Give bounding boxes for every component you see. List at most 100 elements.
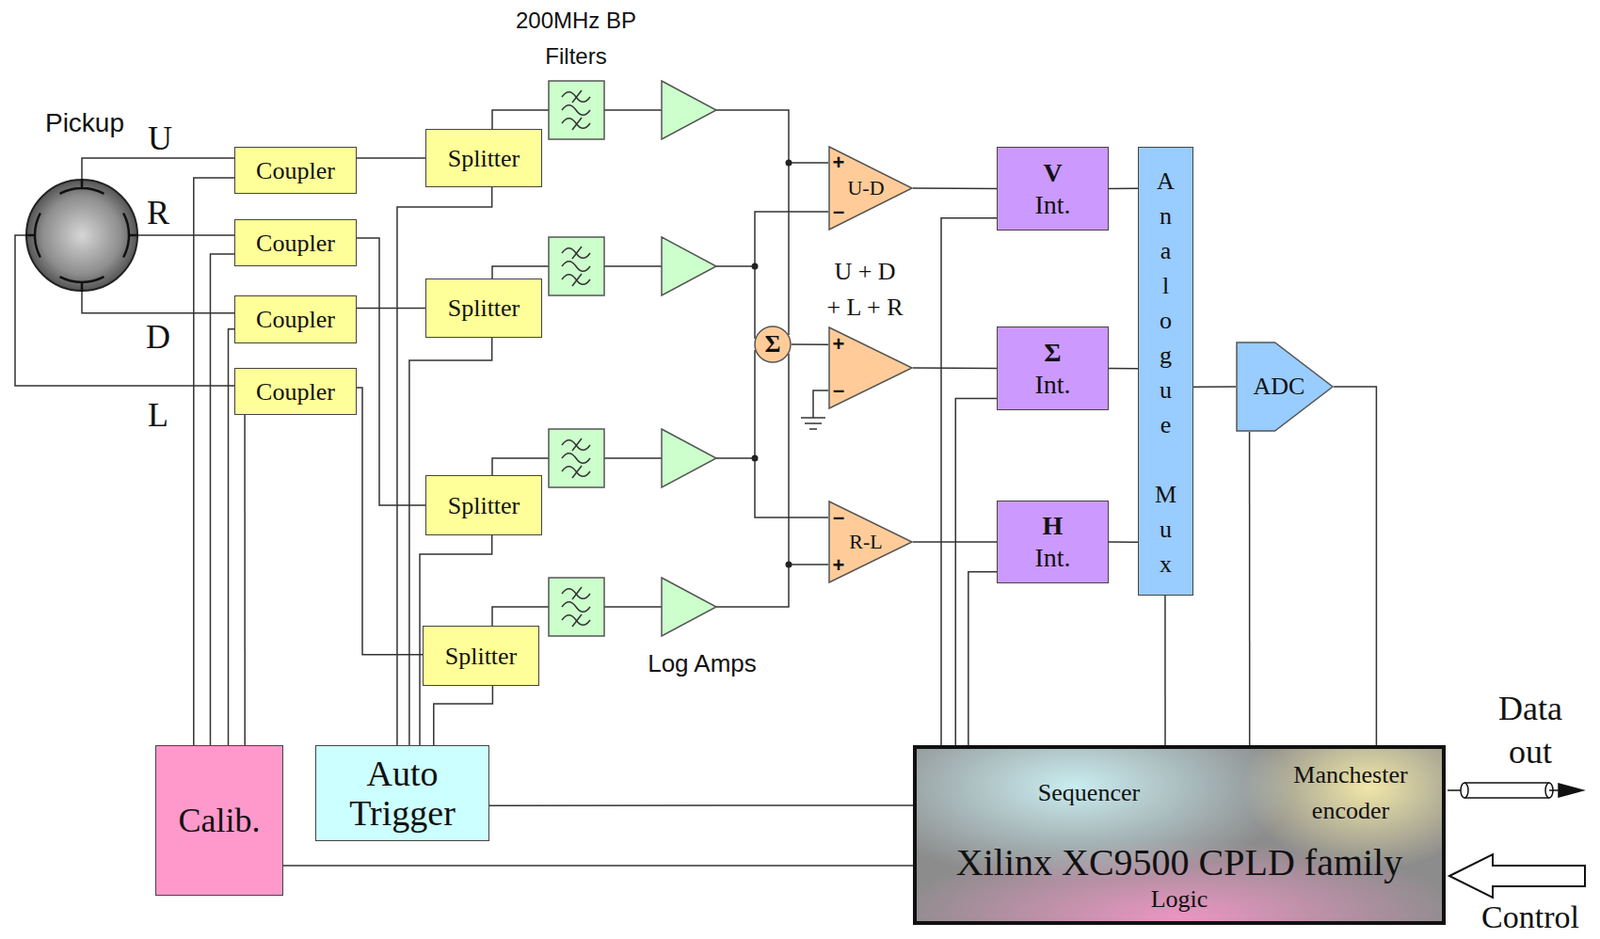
adc-shape	[1236, 342, 1333, 432]
splitter-box: Splitter	[422, 625, 540, 687]
node-text: Analogue Mux	[1138, 163, 1193, 582]
node-text: –	[832, 505, 845, 529]
letter: e	[1138, 407, 1193, 443]
label-text: R	[139, 195, 177, 230]
label-text: D	[139, 320, 177, 354]
analogue-mux: Analogue Mux	[1137, 146, 1194, 596]
amp-triangle	[829, 146, 912, 230]
label-text: U	[141, 121, 179, 156]
signal-wire	[193, 177, 235, 746]
signal-wire	[1164, 595, 1167, 746]
letter: A	[1138, 163, 1193, 199]
signal-wire	[81, 158, 235, 179]
adc: ADC	[1235, 341, 1334, 432]
log-amp	[661, 577, 717, 637]
splitter-box: Splitter	[425, 278, 543, 338]
auto-trigger-box: Auto Trigger	[315, 745, 490, 842]
node-text: Xilinx XC9500 CPLD family	[956, 841, 1403, 885]
node-text: V	[1042, 157, 1062, 190]
signal-wire	[1108, 368, 1138, 370]
electrode	[123, 213, 139, 258]
splitter-box: Splitter	[425, 128, 543, 188]
coupler-box: Coupler	[234, 368, 357, 416]
static-wires	[492, 110, 829, 626]
electrode	[60, 178, 105, 194]
signal-wire	[356, 307, 426, 310]
signal-wire	[283, 864, 913, 867]
amp-triangle	[829, 501, 912, 583]
encoder-region: Manchester encoder	[1259, 754, 1442, 832]
signal-wire	[941, 218, 997, 746]
signal-wire	[1333, 386, 1376, 746]
coax-end	[1460, 783, 1469, 799]
wire	[716, 353, 829, 608]
signal-wire	[433, 686, 494, 746]
node-text: U-D	[847, 176, 884, 200]
sequencer-region: Sequencer	[924, 754, 1254, 832]
node-text: ADC	[1253, 372, 1306, 401]
node-text: Sequencer	[1038, 777, 1140, 810]
signal-wire	[912, 187, 997, 190]
wire	[716, 110, 829, 336]
letter: a	[1138, 233, 1193, 269]
node-text: Coupler	[256, 304, 336, 335]
letter	[1138, 442, 1193, 478]
letter: o	[1138, 303, 1193, 338]
node-text: Int.	[1034, 189, 1071, 222]
wire	[716, 350, 829, 518]
letter: g	[1138, 337, 1193, 373]
label-text: Log Amps	[636, 649, 768, 678]
label-text: L	[139, 398, 177, 432]
signal-wire	[1108, 541, 1138, 544]
node-text: Splitter	[448, 491, 521, 521]
signal-wire	[356, 238, 426, 506]
splitter-box: Splitter	[425, 475, 543, 536]
node-text: Coupler	[256, 228, 336, 258]
log-amp	[661, 80, 717, 140]
node-text: Σ	[1043, 336, 1061, 369]
node-text: Pickup	[45, 108, 125, 139]
signal-wire	[243, 415, 246, 746]
node-text: Coupler	[256, 377, 336, 407]
node-text: H	[1042, 510, 1064, 543]
node-text: Splitter	[445, 641, 518, 672]
diff-amp: +U-D–	[828, 145, 913, 231]
pickup-body	[26, 179, 138, 291]
signal-wire	[356, 387, 423, 656]
signal-wire	[138, 234, 235, 237]
signal-wire	[955, 399, 997, 746]
signal-wire	[356, 157, 426, 160]
node-text: –	[832, 199, 845, 224]
node-text: +	[832, 332, 846, 356]
node-text: R-L	[848, 529, 882, 554]
signal-wire	[968, 572, 997, 746]
signal-wire	[1248, 432, 1251, 746]
junction-dot	[785, 561, 793, 569]
label-text: 200MHz BP Filters	[510, 2, 642, 75]
ground-symbol	[800, 417, 826, 430]
amp-triangle	[829, 327, 912, 409]
node-text: +	[832, 150, 846, 175]
pickup: Pickup	[25, 178, 139, 292]
node-text: Int.	[1034, 368, 1071, 401]
letter: M	[1138, 477, 1193, 512]
node-text: Coupler	[256, 156, 336, 186]
integrator-box: HInt.	[996, 500, 1109, 584]
shape-outline	[25, 178, 139, 292]
node-text: –	[832, 378, 845, 402]
node-text: Logic	[1151, 885, 1209, 914]
signal-wire	[489, 804, 913, 807]
bandpass-filter	[548, 237, 605, 296]
arrow-head	[1558, 784, 1584, 798]
node-text: Splitter	[448, 293, 521, 323]
node-text: Σ	[765, 330, 782, 359]
electrode	[25, 213, 41, 258]
calib-box: Calib.	[155, 745, 284, 896]
control-arrow	[1449, 854, 1585, 898]
node-text: +	[832, 553, 846, 577]
integrator-box: ΣInt.	[996, 326, 1109, 411]
signal-wire	[1193, 385, 1236, 388]
signal-wire	[209, 254, 235, 746]
